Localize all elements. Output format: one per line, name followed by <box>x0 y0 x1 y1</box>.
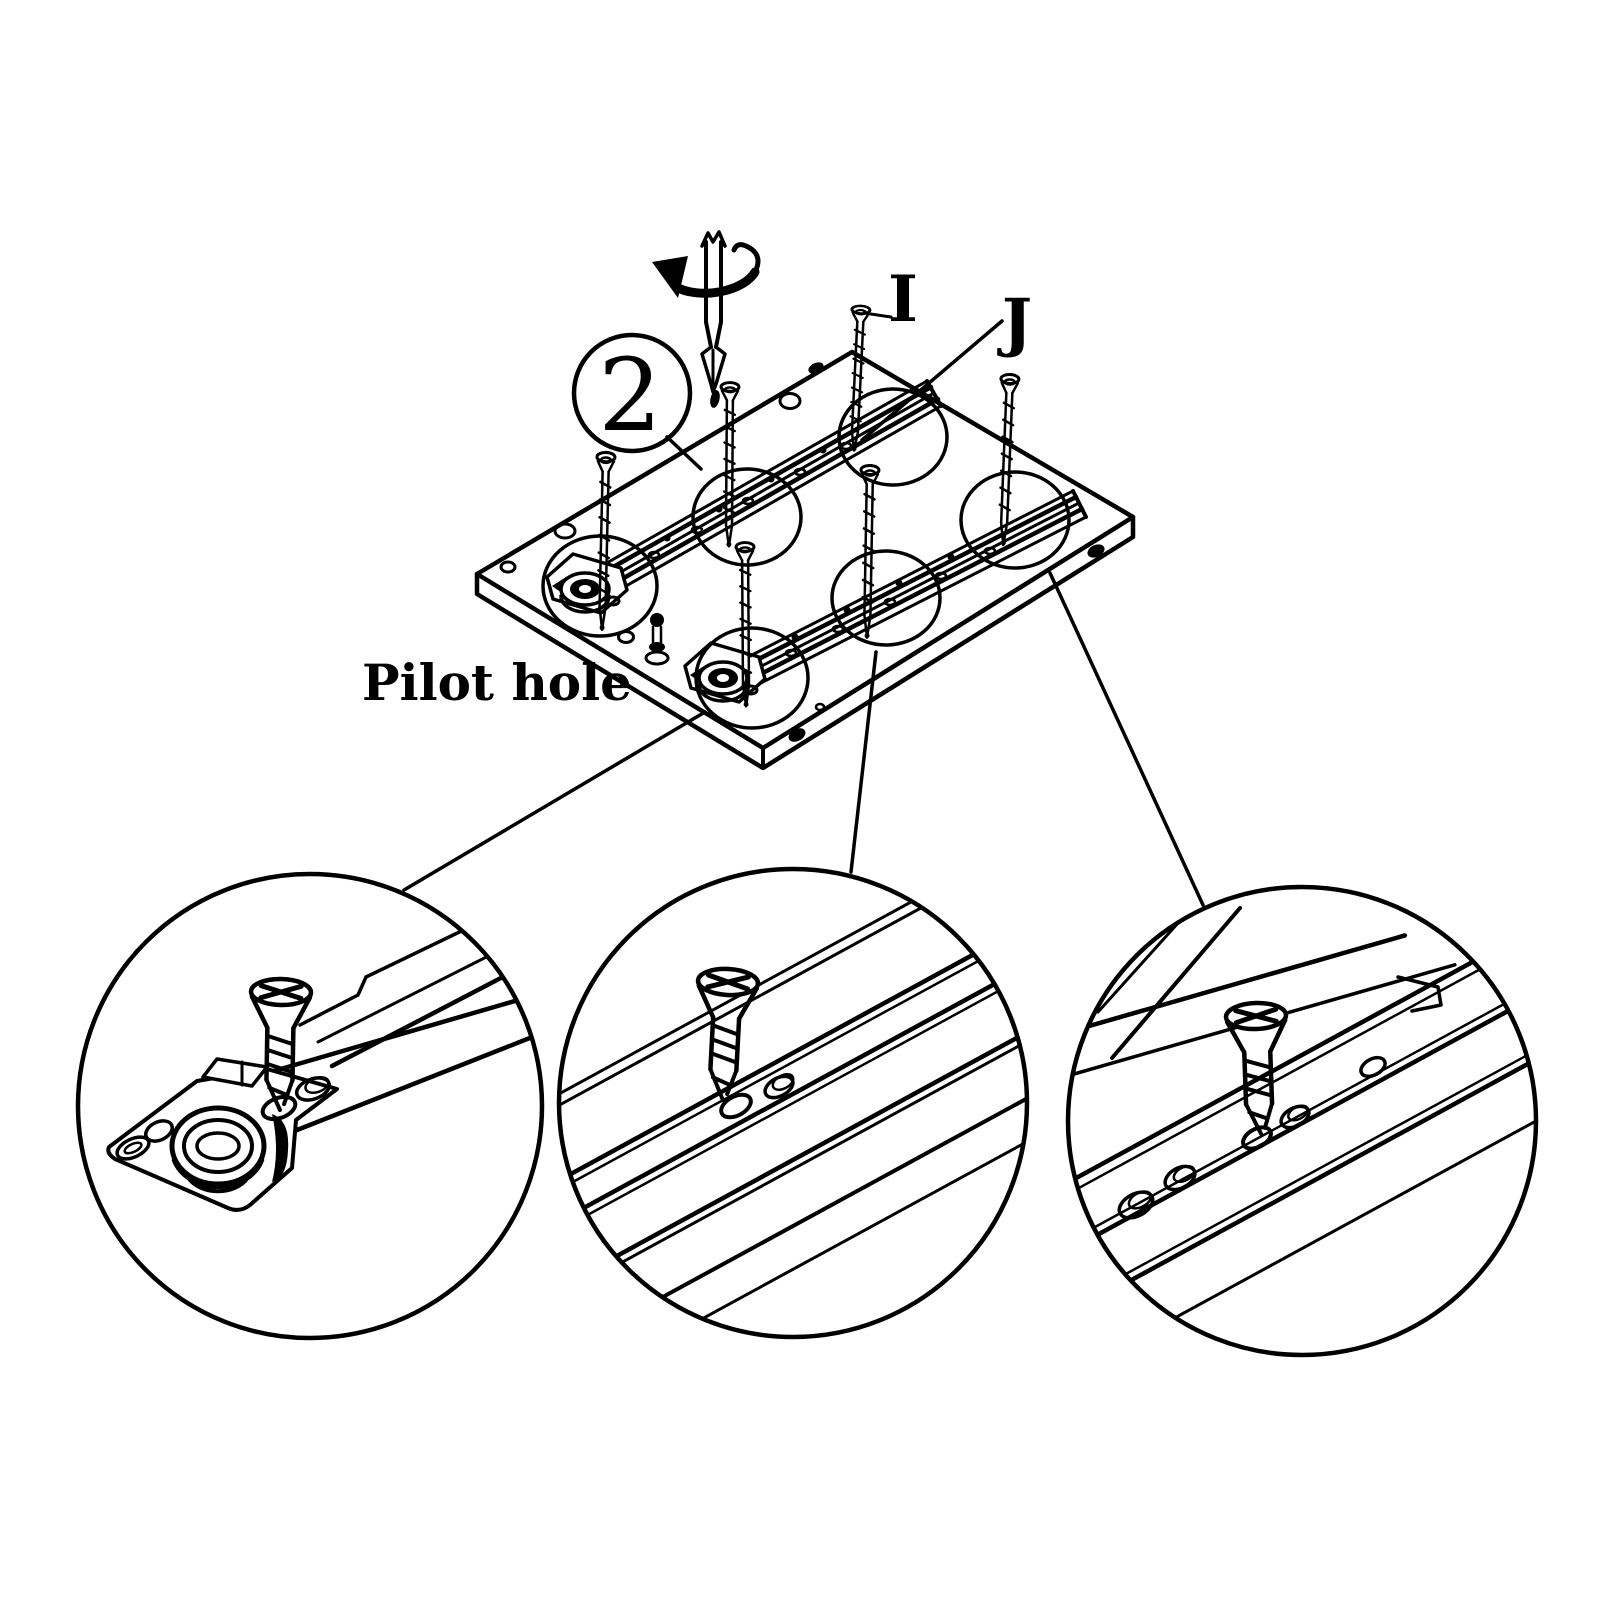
connector-line-middle <box>849 650 878 874</box>
detail-right-end-stop <box>1396 975 1443 1013</box>
detail-left-rail-channel <box>264 908 542 1135</box>
detail-left-countersink-hole <box>294 1075 332 1102</box>
connector-line-left <box>402 710 707 892</box>
detail-middle-content <box>559 869 1027 1337</box>
rail-front-roller-plate <box>683 641 767 704</box>
detail-middle-rail-channel <box>559 869 1027 1337</box>
cam-bolt-pin <box>644 613 670 666</box>
rail-back-pilot-hole <box>605 595 621 607</box>
step-badge-number: 2 <box>598 337 662 454</box>
detail-right-holes <box>1117 1055 1387 1220</box>
detail-left-content <box>106 908 542 1212</box>
screwdriver-shaft <box>704 240 723 324</box>
panel-edge-dowel-pins <box>710 362 1105 742</box>
connector-line-right <box>1048 571 1205 907</box>
rail-front-pilot-hole <box>743 684 759 696</box>
callout-labels: I J Pilot hole <box>362 262 1032 712</box>
highlight-spot-5 <box>830 549 942 647</box>
rotation-arrow-icon <box>671 267 760 298</box>
pilot-hole-label: Pilot hole <box>362 653 632 712</box>
label-screw-i: I <box>888 262 918 337</box>
detail-right-pilot-hole <box>1241 1125 1273 1151</box>
detail-left-round-hole <box>144 1119 174 1143</box>
rail-front-holes <box>784 546 997 658</box>
step-badge-leader-line <box>665 435 703 471</box>
label-i-leader-line <box>862 311 893 319</box>
detail-middle-countersink-hole <box>763 1073 795 1100</box>
detail-view-right <box>1065 884 1539 1358</box>
screwdriver-shaft-break <box>700 230 727 248</box>
screwdriver-icon <box>652 230 761 394</box>
detail-right-content <box>1068 891 1536 1351</box>
rail-back-end-cap <box>925 379 943 408</box>
rotation-arrow-tail <box>731 242 761 275</box>
detail-left-shadow-crescent <box>272 1114 289 1182</box>
detail-view-middle <box>556 866 1030 1340</box>
detail-view-left <box>75 871 545 1341</box>
highlight-spot-3 <box>837 387 949 487</box>
step-badge: 2 <box>571 332 703 471</box>
panel-part-2 <box>474 349 1136 771</box>
highlight-spot-6 <box>959 470 1071 570</box>
rail-front-end-cap <box>1071 489 1088 519</box>
rotation-arrow-head <box>652 256 688 298</box>
detail-connector-lines <box>402 571 1205 907</box>
screwdriver-taper <box>704 320 723 349</box>
detail-left-roller-wheel <box>169 1105 267 1194</box>
step-badge-circle <box>571 332 693 454</box>
label-j-leader-line <box>860 319 1004 442</box>
detail-middle-pilot-hole <box>719 1092 753 1120</box>
highlight-spot-4 <box>694 626 810 730</box>
slide-rail-front <box>683 489 1088 704</box>
